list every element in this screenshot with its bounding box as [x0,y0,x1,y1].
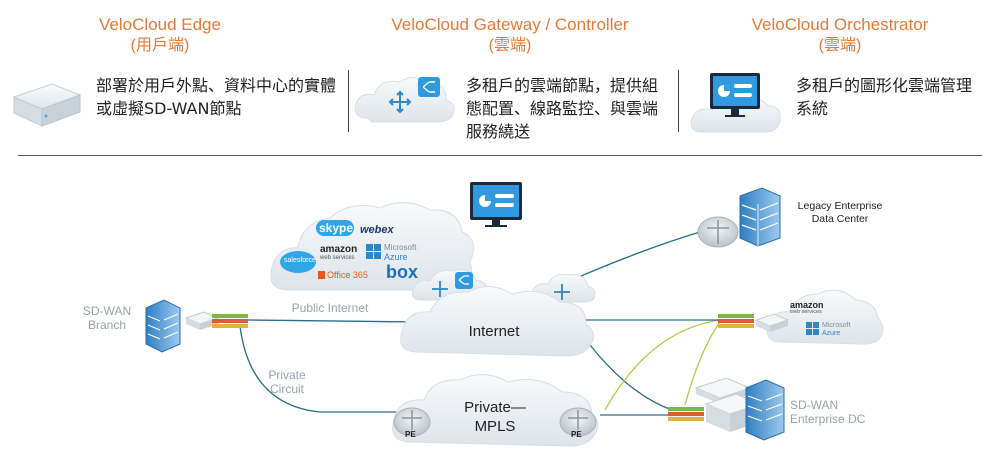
line-dc-green [684,321,721,406]
enterprise-dc-building [745,379,785,441]
webex-text: webex [360,224,394,236]
line-internet-dc [589,344,673,411]
line-branch-public [247,319,421,323]
salesforce-text: salesforce [284,257,316,264]
edge-subtitle: (用戶端) [130,37,190,54]
branch-label: SD-WAN Branch [82,304,132,332]
edge-title: VeloCloud Edge [99,15,221,34]
traffic-indicator-saas [718,314,754,328]
azure-text: Azure [384,252,408,262]
skype-logo [316,220,354,236]
gateway-title: VeloCloud Gateway / Controller [391,15,629,34]
public-internet-label: Public Internet [291,301,369,315]
saas-logos [280,220,381,279]
internet-label: Internet [468,323,520,340]
azure-text-right: Azure [822,330,841,337]
pe-router-left [393,407,431,437]
traffic-indicator-dc [668,407,704,421]
orchestrator-subtitle: (雲端) [818,37,862,54]
edge-description: 部署於用戶外點、資料中心的實體或虛擬SD-WAN節點 [96,76,337,118]
office-text: Office 365 [327,270,368,280]
skype-text: skype [319,221,354,235]
section-divider [18,155,982,156]
mpls-cloud [392,374,599,447]
amazon-sub-text: web services [320,255,355,261]
traffic-indicator-branch [212,314,248,328]
pe-router-right [559,407,597,437]
gateway-subtitle: (雲端) [488,37,532,54]
pe-left-label: PE [405,430,416,439]
box-text: box [386,262,419,282]
edge-header: VeloCloud Edge (用戶端) [10,14,310,56]
microsoft-logo-small [806,322,819,335]
legacy-datacenter-building [739,187,781,247]
gateway-description: 多租戶的雲端節點，提供組態配置、線路監控、與雲端服務繞送 [466,76,659,141]
orchestrator-title: VeloCloud Orchestrator [751,15,929,34]
branch-building [145,299,181,353]
orchestrator-monitor [470,182,522,227]
gateway-header: VeloCloud Gateway / Controller (雲端) [360,14,660,56]
salesforce-logo [280,251,316,273]
amazon-text: amazon [320,244,358,255]
header-separator [348,70,349,132]
amazon-text-right: amazon [790,300,824,310]
legacy-dc-label: Legacy Enterprise Data Center [797,200,883,225]
line-branch-private [239,325,400,413]
office-logo [318,271,325,279]
internet-cloud [400,286,594,357]
enterprise-dc-label: SD-WAN Enterprise DC [790,398,866,426]
microsoft-logo [366,244,381,259]
microsoft-text: Microsoft [384,243,417,252]
amazon-sub-text-right: web services [790,309,822,315]
saas-destination-cloud [754,289,884,345]
orchestrator-header: VeloCloud Orchestrator (雲端) [690,14,990,56]
pe-right-label: PE [571,430,582,439]
private-circuit-label: Private Circuit [268,368,306,396]
header-separator [678,70,679,132]
mpls-label: Private— MPLS [464,399,526,435]
microsoft-text-right: Microsoft [822,322,851,329]
legacy-router [697,216,739,248]
line-cloud-green [604,319,721,411]
orchestrator-description: 多租戶的圖形化雲端管理系統 [796,76,973,118]
